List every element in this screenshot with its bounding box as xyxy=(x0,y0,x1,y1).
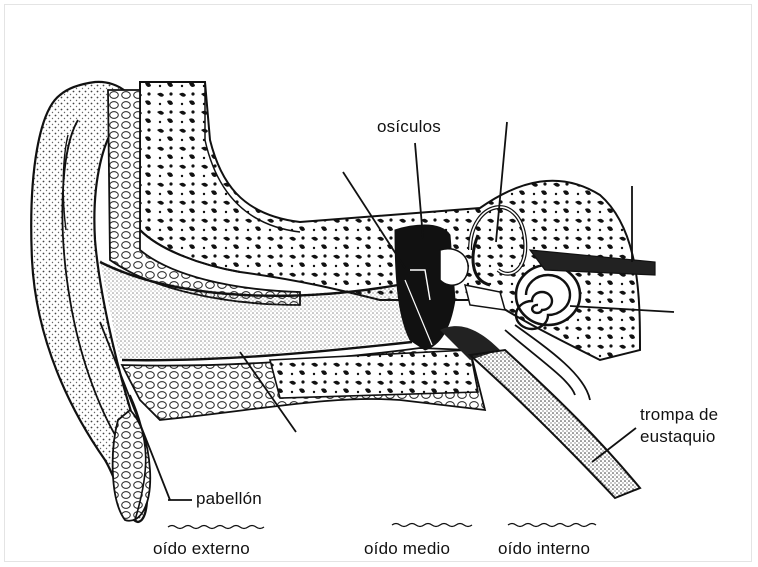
label-oido-medio: oído medio xyxy=(364,540,450,557)
label-osiculos: osículos xyxy=(377,118,441,135)
label-pabellon: pabellón xyxy=(196,490,262,507)
label-trompa-line2: eustaquio xyxy=(640,426,718,448)
label-trompa-line1: trompa de xyxy=(640,404,718,426)
lower-canal-wall xyxy=(122,348,485,520)
section-underlines xyxy=(168,524,596,529)
label-oido-externo: oído externo xyxy=(153,540,250,557)
label-trompa-de-eustaquio: trompa de eustaquio xyxy=(640,404,718,448)
label-oido-interno: oído interno xyxy=(498,540,590,557)
